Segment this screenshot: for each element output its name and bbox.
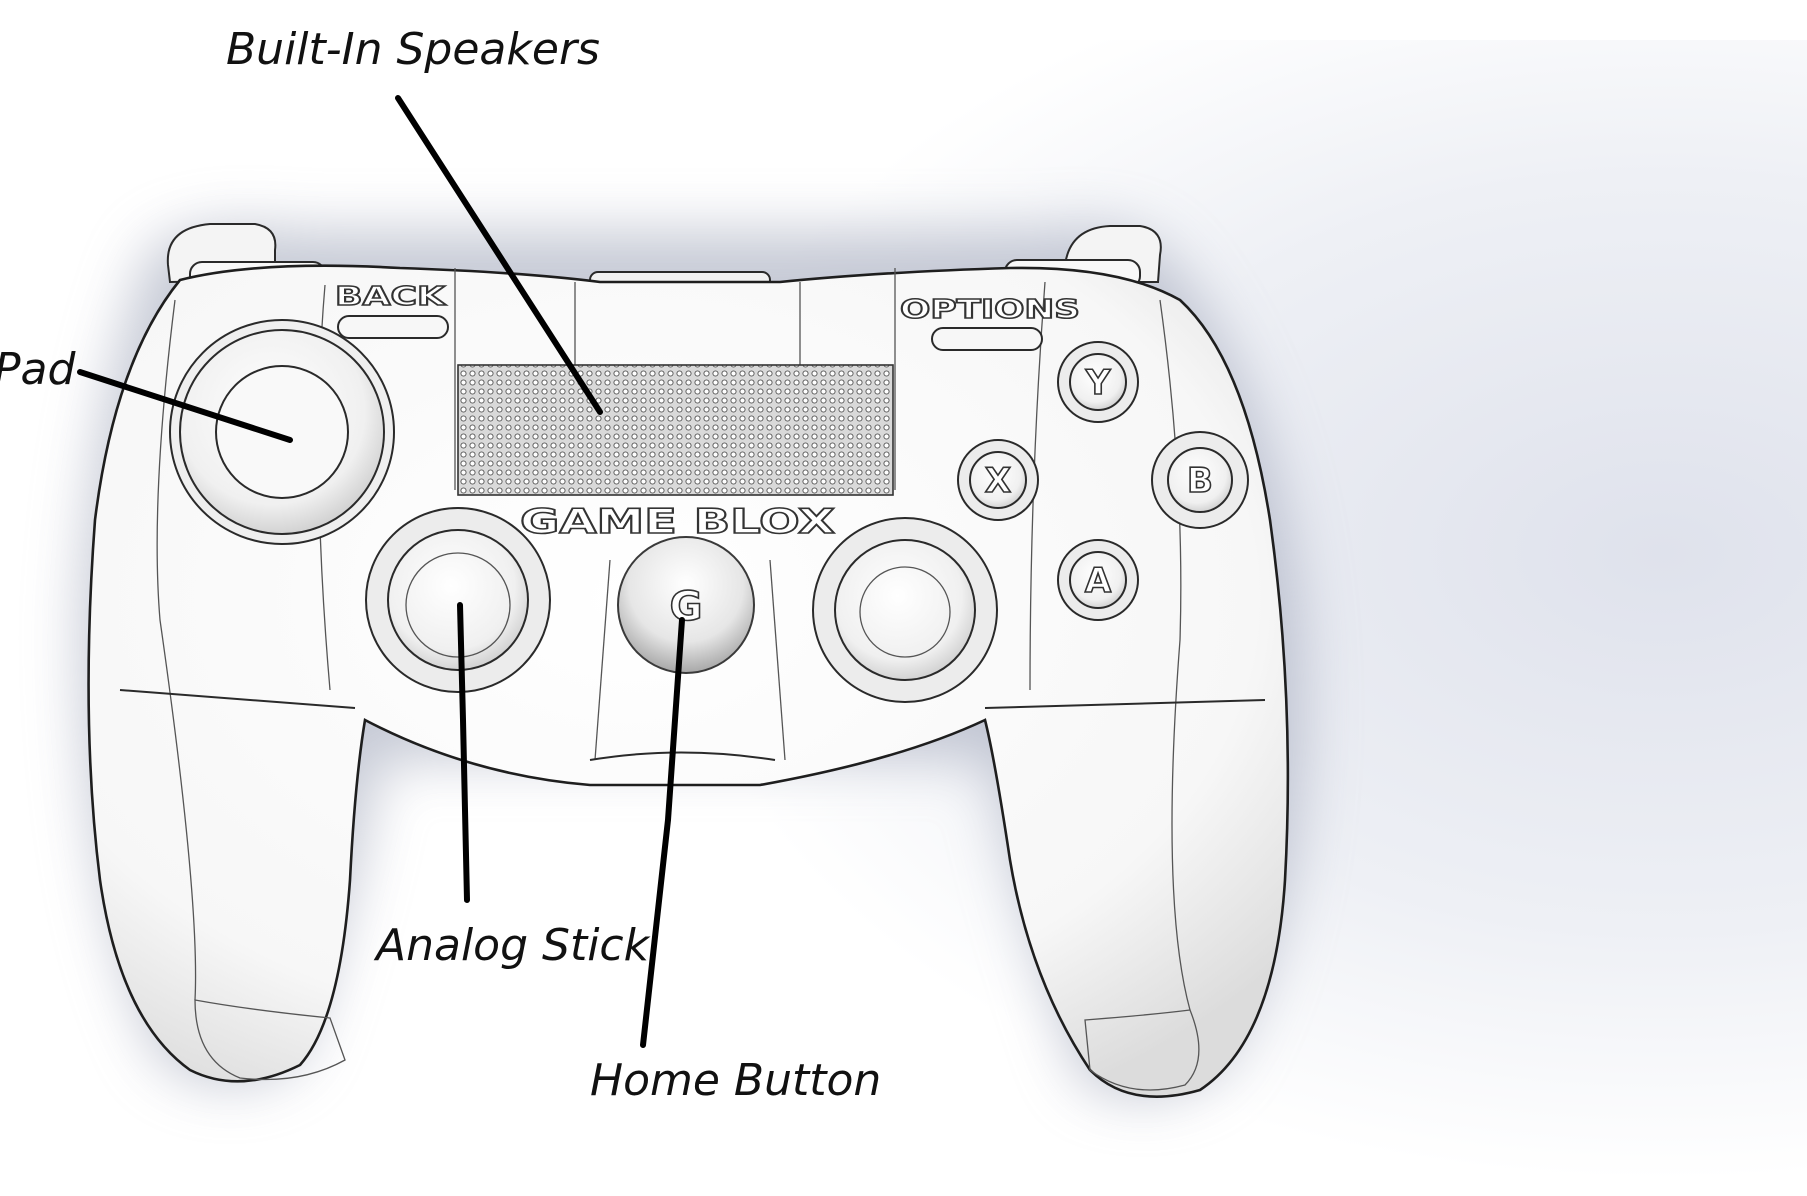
face-button-b-label: B — [1187, 461, 1213, 501]
leader-speakers — [395, 95, 603, 415]
options-button[interactable] — [931, 327, 1043, 351]
callout-speakers: Built-In Speakers — [226, 24, 600, 75]
home-logo: G — [670, 584, 703, 630]
seam-left-grip — [119, 689, 356, 709]
seam-center-left — [594, 559, 611, 761]
left-analog-stick[interactable] — [365, 507, 551, 693]
face-button-b-cap — [1167, 447, 1233, 513]
speaker-grille — [457, 364, 894, 496]
dpad-center — [215, 365, 349, 499]
face-button-a[interactable]: A — [1057, 539, 1139, 621]
left-stick-cap — [387, 529, 529, 671]
home-button-dome — [617, 536, 755, 674]
right-stick-cap — [834, 539, 976, 681]
left-stick-top — [405, 552, 511, 658]
left-grip-cap — [194, 999, 346, 1081]
face-button-y-label: Y — [1085, 363, 1111, 403]
leader-analog-stick — [457, 602, 470, 903]
face-button-x[interactable]: X — [957, 439, 1039, 521]
callout-analog-stick: Analog Stick — [373, 920, 651, 971]
brand-label: GAME BLOX — [520, 502, 835, 542]
back-label: BACK — [335, 282, 446, 312]
right-grip-cap — [1084, 1009, 1200, 1091]
leader-home-button — [640, 617, 685, 1048]
face-button-y-cap — [1069, 353, 1127, 411]
home-button[interactable]: G — [617, 536, 755, 674]
callout-dpad: Pad — [0, 344, 76, 395]
seam-right-outer — [1159, 299, 1191, 1011]
face-button-a-cap — [1069, 551, 1127, 609]
seam-center-right — [769, 559, 786, 761]
options-label: OPTIONS — [900, 295, 1080, 325]
bottom-center-slot — [589, 751, 776, 761]
right-stick-top — [859, 566, 951, 658]
face-button-y[interactable]: Y — [1057, 341, 1139, 423]
leader-dpad — [77, 369, 293, 443]
face-button-b[interactable]: B — [1151, 431, 1249, 529]
face-button-x-label: X — [985, 461, 1011, 501]
callout-home-button: Home Button — [590, 1055, 881, 1106]
face-button-x-cap — [969, 451, 1027, 509]
seam-right-grip — [984, 699, 1266, 709]
right-analog-stick[interactable] — [812, 517, 998, 703]
dpad[interactable] — [169, 319, 395, 545]
seam-left-outer — [156, 299, 197, 1001]
face-button-a-label: A — [1085, 561, 1112, 601]
back-button[interactable] — [337, 315, 449, 339]
